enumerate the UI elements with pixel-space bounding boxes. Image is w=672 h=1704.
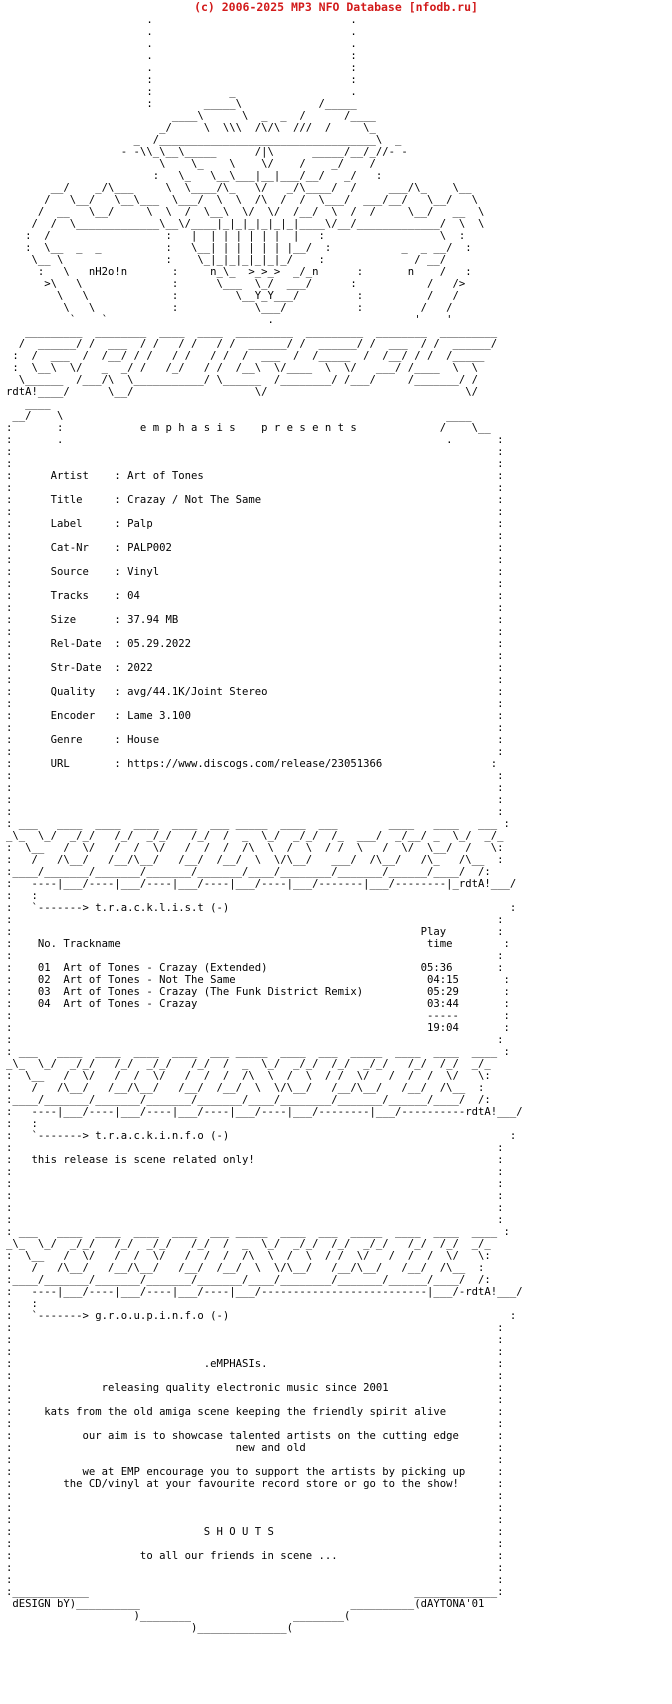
site-header: (c) 2006-2025 MP3 NFO Database [nfodb.ru… bbox=[194, 0, 478, 14]
nfo-ascii-art-text: . . . . . . . bbox=[6, 14, 523, 1634]
